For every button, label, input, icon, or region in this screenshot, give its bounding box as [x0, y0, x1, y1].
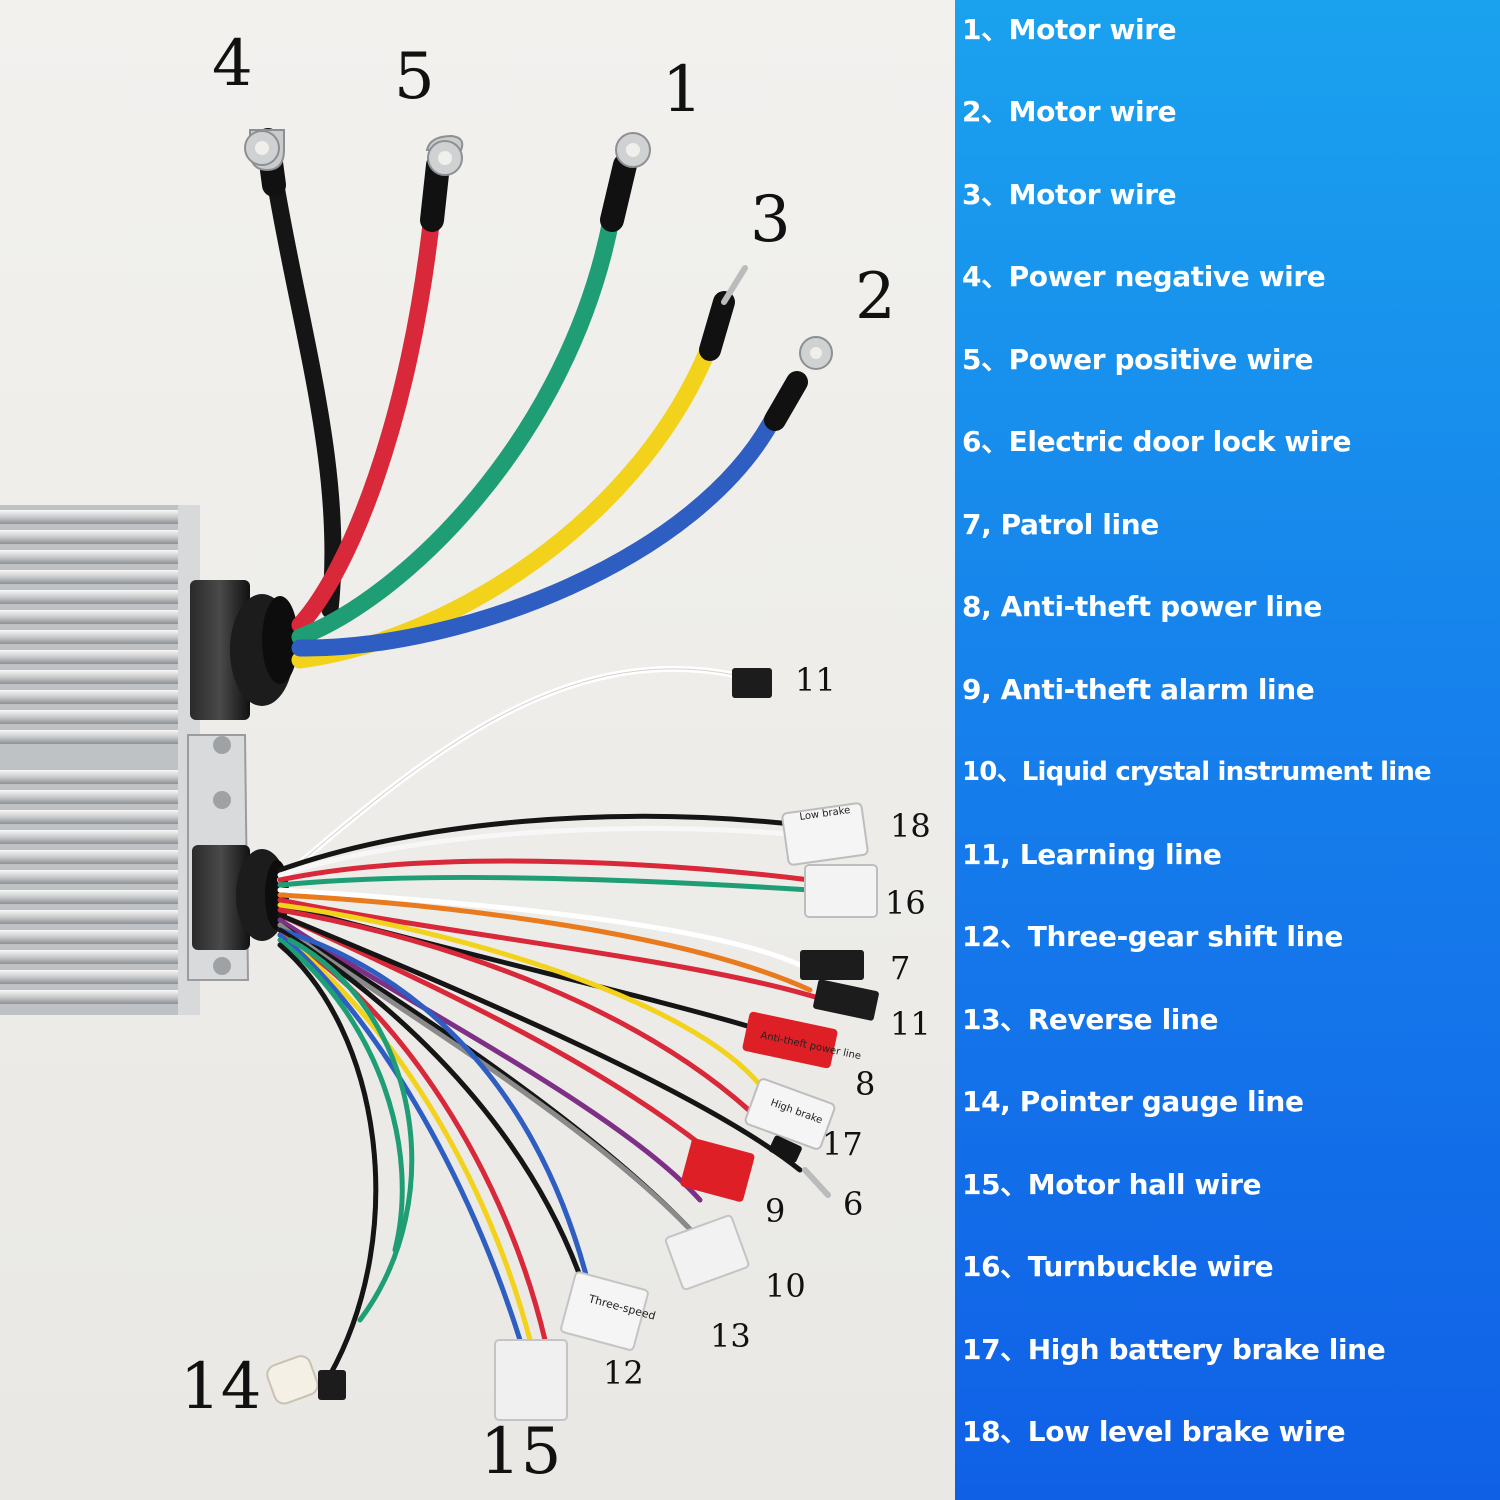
- legend-item-4: 4、Power negative wire: [962, 260, 1326, 293]
- legend-item-12: 12、Three-gear shift line: [962, 920, 1343, 953]
- callout-18: 18: [890, 807, 931, 845]
- callout-9: 9: [765, 1192, 786, 1230]
- callout-10: 10: [765, 1267, 806, 1305]
- callout-3: 3: [750, 183, 791, 257]
- callout-1: 1: [662, 53, 703, 127]
- wire-legend-panel: 1、Motor wire 2、Motor wire 3、Motor wire 4…: [955, 0, 1500, 1500]
- callout-5: 5: [394, 40, 435, 114]
- legend-item-14: 14, Pointer gauge line: [962, 1085, 1304, 1118]
- callout-6: 6: [843, 1185, 864, 1223]
- signal-connectors: [266, 668, 879, 1421]
- legend-item-1: 1、Motor wire: [962, 13, 1177, 46]
- legend-item-8: 8, Anti-theft power line: [962, 590, 1322, 623]
- signal-harness: [277, 665, 828, 1378]
- callout-8: 8: [855, 1065, 876, 1103]
- legend-item-3: 3、Motor wire: [962, 178, 1177, 211]
- callout-12: 12: [603, 1354, 644, 1392]
- callout-2: 2: [855, 260, 896, 334]
- legend-item-17: 17、High battery brake line: [962, 1333, 1386, 1366]
- callout-15: 15: [480, 1415, 562, 1489]
- callout-11: 11: [890, 1005, 931, 1043]
- legend-item-10: 10、Liquid crystal instrument line: [962, 757, 1432, 787]
- power-motor-wires: [266, 171, 784, 669]
- legend-item-18: 18、Low level brake wire: [962, 1415, 1346, 1448]
- callout-7: 7: [890, 949, 911, 987]
- controller-photo: Low brake Anti-theft power line High bra…: [0, 0, 955, 1500]
- legend-item-13: 13、Reverse line: [962, 1003, 1219, 1036]
- legend-item-5: 5、Power positive wire: [962, 343, 1314, 376]
- legend-item-15: 15、Motor hall wire: [962, 1168, 1262, 1201]
- wire-2-blue: [291, 406, 784, 657]
- cable-gland-bottom: [192, 845, 289, 950]
- wiring-illustration: Low brake Anti-theft power line High bra…: [0, 128, 879, 1421]
- legend-item-7: 7, Patrol line: [962, 508, 1159, 541]
- callout-17: 17: [822, 1125, 863, 1163]
- callout-16: 16: [885, 884, 926, 922]
- legend-item-6: 6、Electric door lock wire: [962, 425, 1352, 458]
- callout-13: 13: [710, 1317, 751, 1355]
- legend-item-2: 2、Motor wire: [962, 95, 1177, 128]
- wire-1-green: [291, 206, 621, 646]
- callout-14: 14: [180, 1350, 262, 1424]
- wire-5-red: [291, 206, 441, 634]
- legend-item-16: 16、Turnbuckle wire: [962, 1250, 1274, 1283]
- wire-4-black: [266, 171, 342, 619]
- legend-item-11: 11, Learning line: [962, 838, 1222, 871]
- cable-gland-top: [190, 580, 298, 720]
- legend-item-9: 9, Anti-theft alarm line: [962, 673, 1315, 706]
- callout-11-top: 11: [795, 661, 836, 699]
- callout-4: 4: [212, 27, 253, 101]
- ring-terminals: [244, 128, 833, 431]
